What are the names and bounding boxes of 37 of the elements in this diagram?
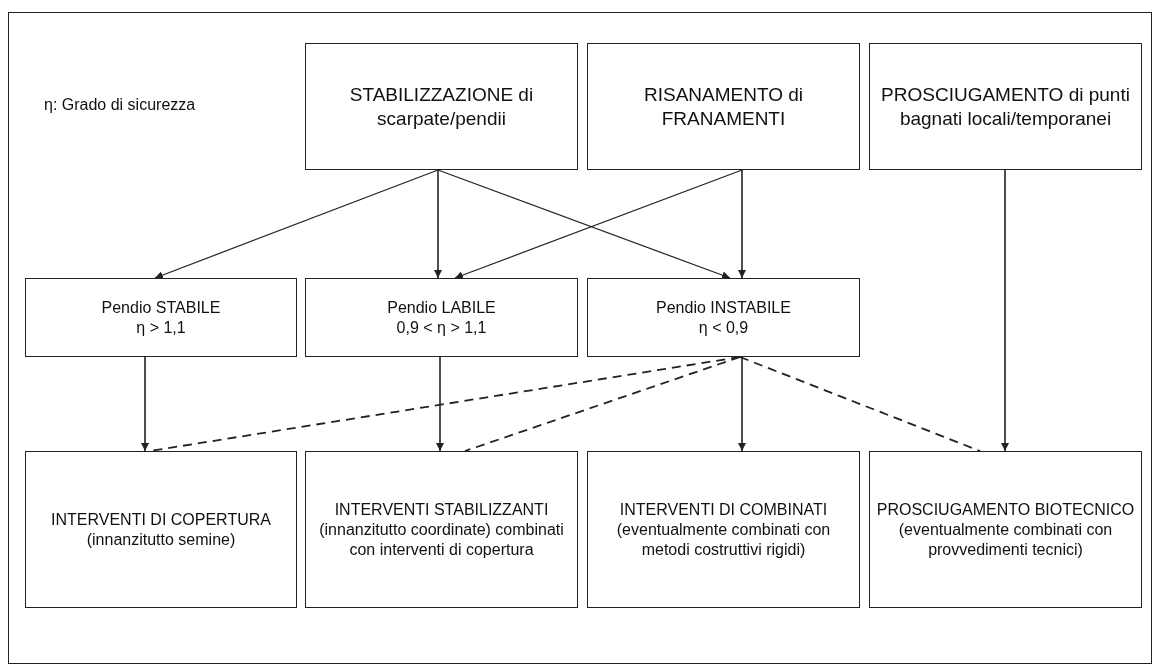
connector-line <box>464 356 741 452</box>
process-box <box>305 43 578 170</box>
box-title: RISANAMENTO di FRANAMENTI <box>642 82 805 131</box>
arrow <box>738 356 746 452</box>
box-text: η > 1,1 <box>136 317 186 338</box>
arrow <box>434 169 442 279</box>
process-box <box>587 451 860 608</box>
box-title: INTERVENTI DI COPERTURA <box>51 509 271 530</box>
box-title: Pendio INSTABILE <box>656 297 791 318</box>
box-title: INTERVENTI STABILIZZANTI <box>334 499 549 520</box>
arrow <box>141 356 149 452</box>
box-title: PROSCIUGAMENTO BIOTECNICO <box>876 499 1135 520</box>
arrow <box>738 169 746 279</box>
arrow <box>1001 169 1009 452</box>
box-text: (eventualmente combinati con metodi costruttivi rigidi) <box>615 519 832 560</box>
box-text: η < 0,9 <box>698 317 749 338</box>
process-box <box>25 278 297 357</box>
arrow <box>154 169 439 279</box>
box-title: INTERVENTI DI COMBINATI <box>619 499 828 520</box>
box-title: STABILIZZAZIONE di scarpate/pendii <box>348 82 535 131</box>
process-box <box>25 451 297 608</box>
process-box <box>305 451 578 608</box>
process-box <box>587 43 860 170</box>
box-text: (innanzitutto coordinate) combinati con interventi di copertura <box>318 519 565 560</box>
box-text: (eventualmente combinati con provvedimenti tecnici) <box>897 519 1114 560</box>
process-box <box>869 43 1142 170</box>
note-text: η: Grado di sicurezza <box>44 96 196 114</box>
process-box <box>869 451 1142 608</box>
box-text: (innanzitutto semine) <box>86 529 236 550</box>
connector-line <box>739 356 981 452</box>
box-title: Pendio STABILE <box>101 297 221 318</box>
process-box <box>305 278 578 357</box>
process-box <box>587 278 860 357</box>
box-text: 0,9 < η > 1,1 <box>396 317 487 338</box>
arrow <box>436 356 444 452</box>
box-title: Pendio LABILE <box>387 297 496 318</box>
box-title: PROSCIUGAMENTO di punti bagnati locali/temporanei <box>880 82 1131 131</box>
